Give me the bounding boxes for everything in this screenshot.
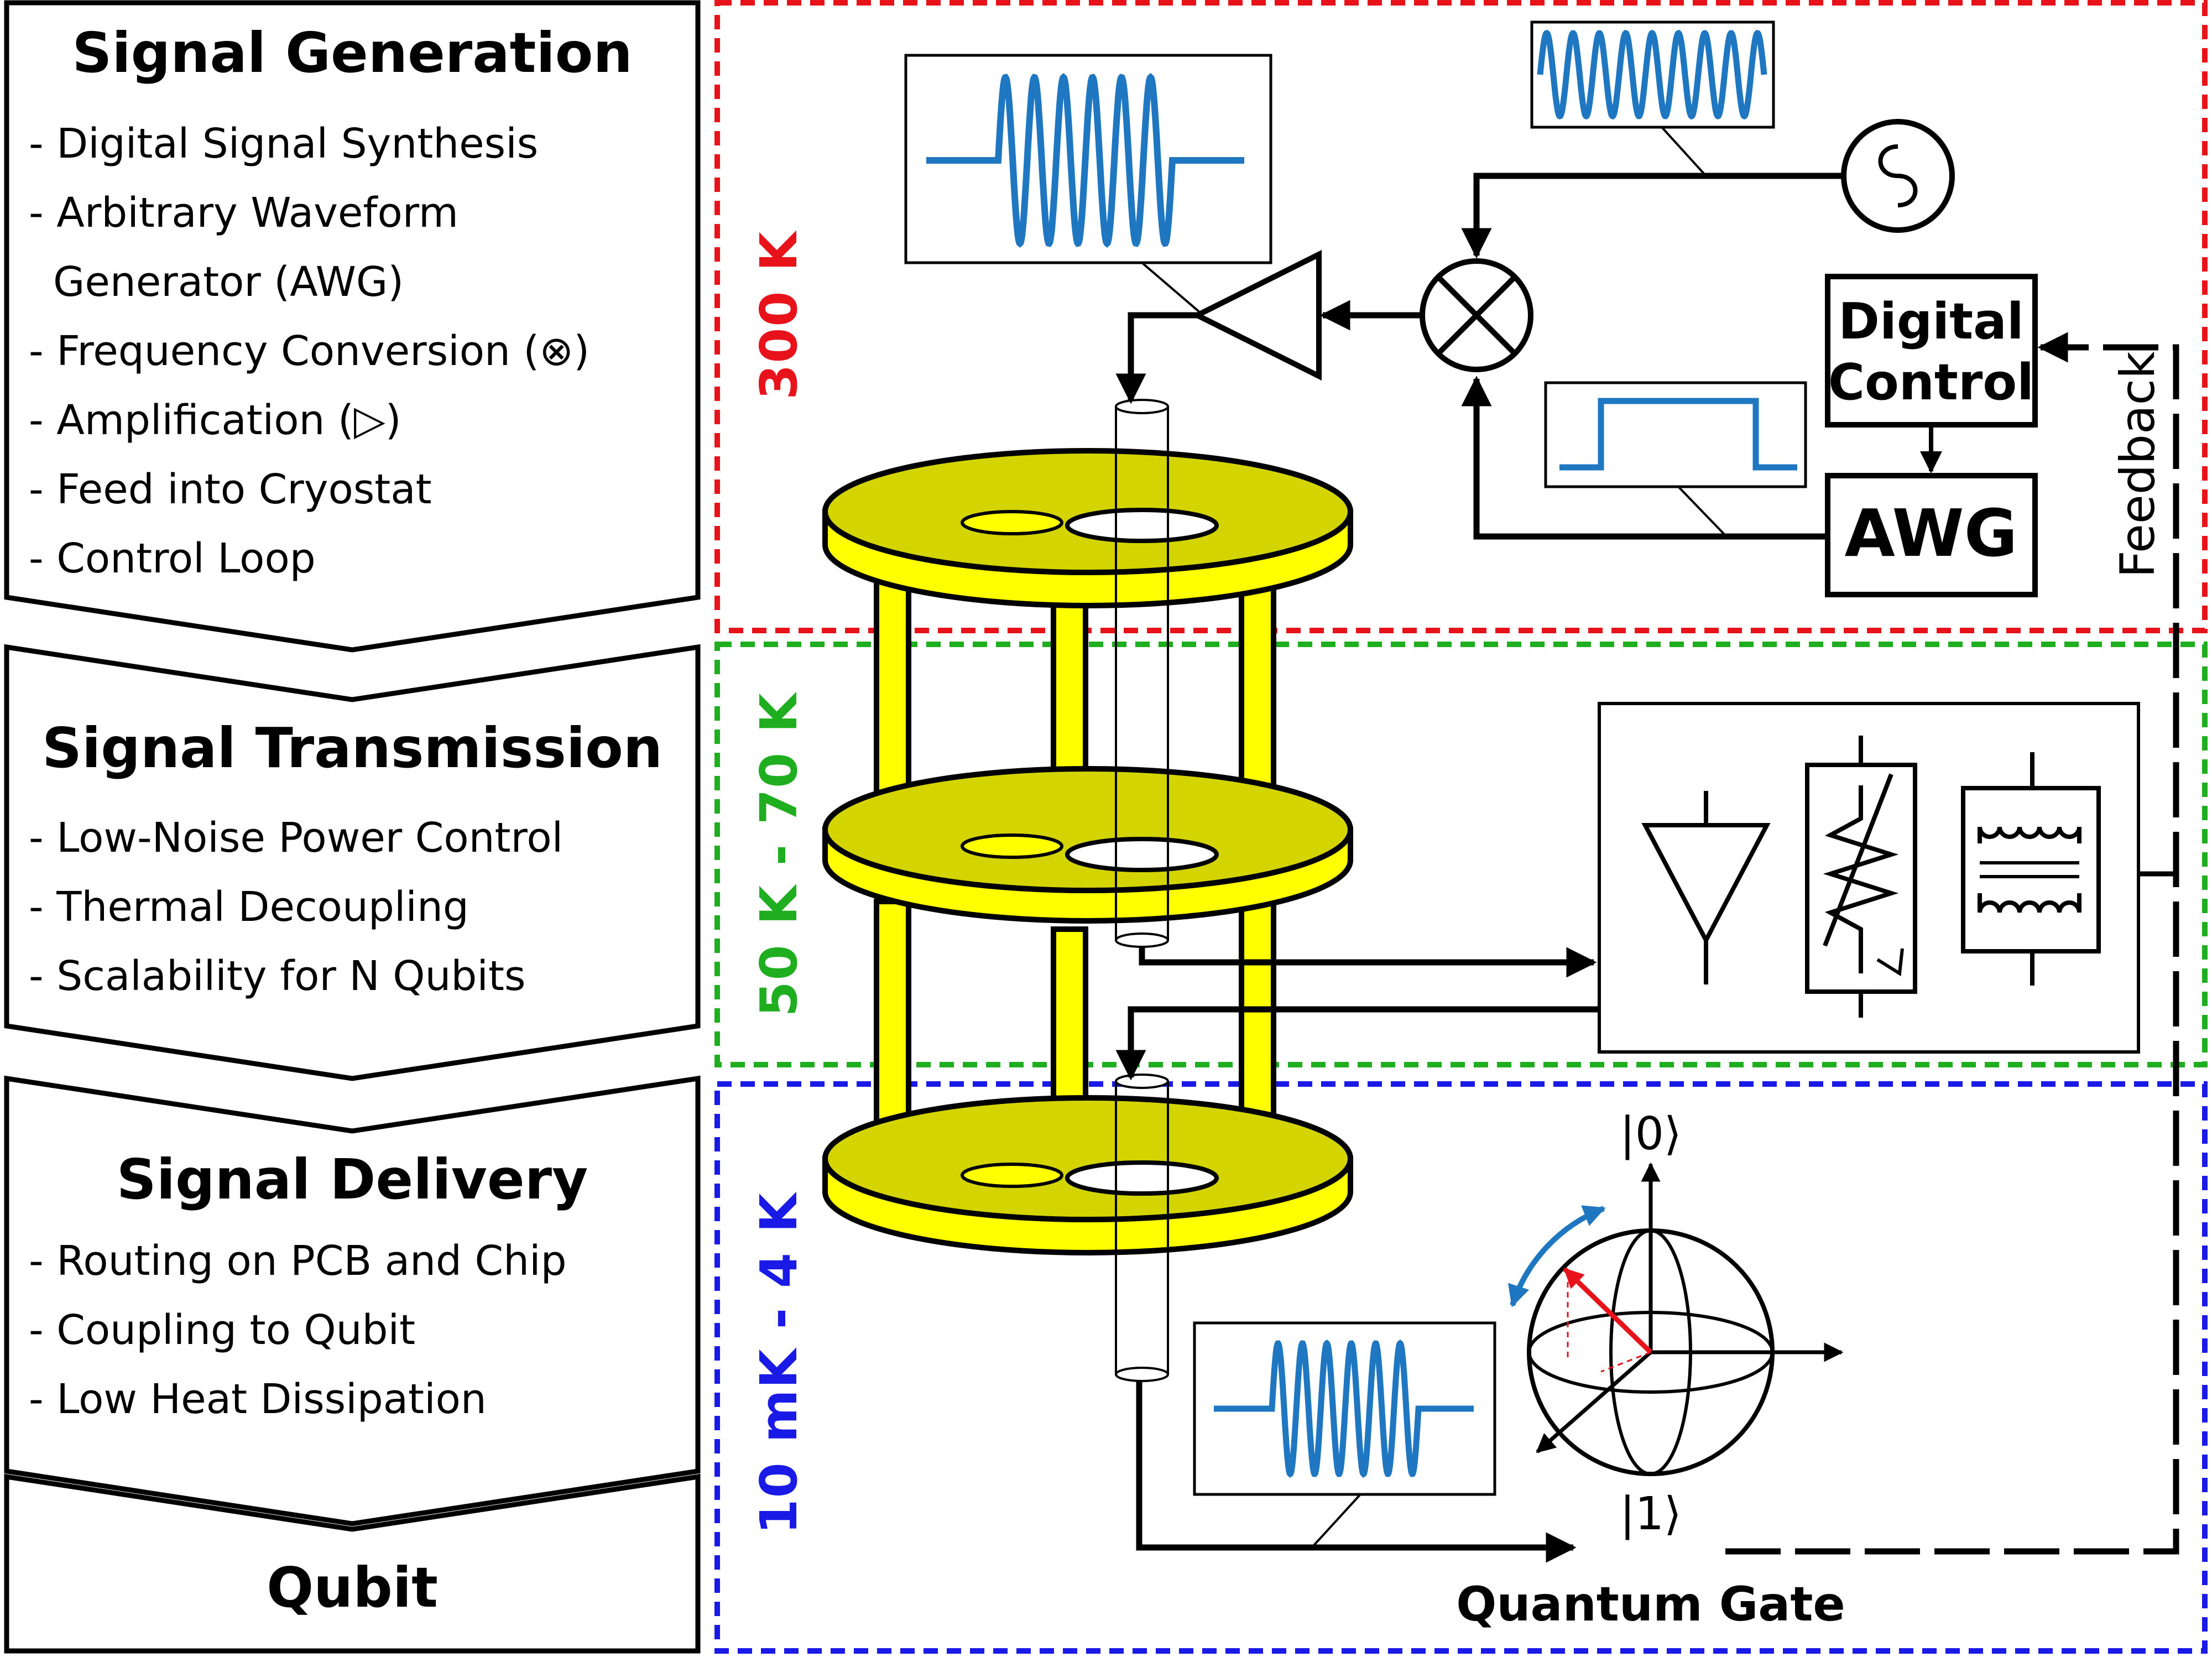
stage-delivery-title: Signal Delivery	[117, 1147, 588, 1212]
awg-label: AWG	[1844, 495, 2017, 571]
stage-delivery: Signal Delivery - Routing on PCB and Chi…	[4, 1075, 701, 1526]
digital-control-label-line2: Control	[1828, 353, 2034, 411]
stage-generation-title: Signal Generation	[72, 20, 632, 85]
cryostat-icon	[822, 448, 1353, 1255]
envelope-waveform-box	[1544, 381, 1807, 536]
quantum-gate-label: Quantum Gate	[1456, 1577, 1845, 1632]
stage-transmission: Signal Transmission - Low-Noise Power Co…	[4, 644, 701, 1081]
stage-transmission-item: - Low-Noise Power Control	[29, 814, 563, 862]
digital-control-label-line1: Digital	[1838, 293, 2023, 351]
stage-generation-item: Generator (AWG)	[53, 258, 404, 306]
ket-zero-label: |0⟩	[1620, 1108, 1682, 1160]
stage-generation-item: - Feed into Cryostat	[29, 466, 432, 513]
stage-qubit: Qubit	[4, 1473, 701, 1654]
attenuator-icon	[1805, 736, 1917, 1018]
stage-transmission-item: - Thermal Decoupling	[29, 883, 469, 931]
local-oscillator-icon	[1841, 119, 1955, 233]
zone-50k-border	[714, 642, 2208, 1067]
rf-pulse-waveform	[926, 73, 1244, 248]
amplifier-icon	[1191, 249, 1322, 381]
zone-300k-border	[714, 0, 2208, 633]
stage-generation-item: - Arbitrary Waveform	[29, 189, 458, 237]
envelope-waveform	[1559, 398, 1797, 471]
cryo-amplifier-icon	[1641, 791, 1771, 984]
stage-delivery-item: - Coupling to Qubit	[29, 1306, 415, 1354]
stage-generation-item: - Control Loop	[29, 535, 316, 582]
intermediate-components-box	[1598, 702, 2140, 1054]
zone-300k-label: 300 K	[749, 230, 808, 400]
awg-box: AWG	[1825, 473, 2038, 597]
lo-sine-waveform	[1537, 29, 1767, 120]
delivered-pulse-waveform	[1214, 1340, 1474, 1478]
stage-generation: Signal Generation - Digital Signal Synth…	[4, 0, 701, 653]
lo-waveform-box	[1530, 20, 1775, 177]
stage-transmission-title: Signal Transmission	[42, 716, 662, 780]
bloch-sphere-icon	[1508, 1162, 1844, 1476]
signal-wire-to-qubit	[1136, 1380, 1577, 1563]
stage-delivery-item: - Routing on PCB and Chip	[29, 1237, 567, 1285]
zone-50k-label: 50 K - 70 K	[749, 691, 808, 1017]
rf-pulse-waveform-box	[904, 54, 1272, 314]
digital-control-box: Digital Control	[1825, 274, 2038, 428]
stage-generation-item: - Amplification (▷)	[29, 397, 401, 444]
zone-10mk-label: 10 mK - 4 K	[749, 1191, 808, 1534]
coax-cable-upper	[1115, 399, 1169, 948]
feedback-label: Feedback	[2110, 351, 2166, 578]
delivered-pulse-waveform-box	[1193, 1321, 1496, 1547]
feedback-loop	[1725, 332, 2179, 1555]
ket-one-label: |1⟩	[1620, 1488, 1682, 1540]
signal-wires-300k	[1115, 173, 1942, 540]
stage-delivery-item: - Low Heat Dissipation	[29, 1375, 487, 1423]
stage-transmission-item: - Scalability for N Qubits	[29, 952, 526, 1000]
signal-wires-50k	[1115, 871, 2176, 1081]
stage-qubit-title: Qubit	[267, 1555, 438, 1620]
stage-generation-item: - Digital Signal Synthesis	[29, 120, 538, 168]
mixer-icon	[1420, 258, 1533, 372]
zone-10mk-border	[714, 1081, 2208, 1654]
transformer-icon	[1961, 752, 2101, 986]
stage-generation-item: - Frequency Conversion (⊗)	[29, 327, 589, 375]
